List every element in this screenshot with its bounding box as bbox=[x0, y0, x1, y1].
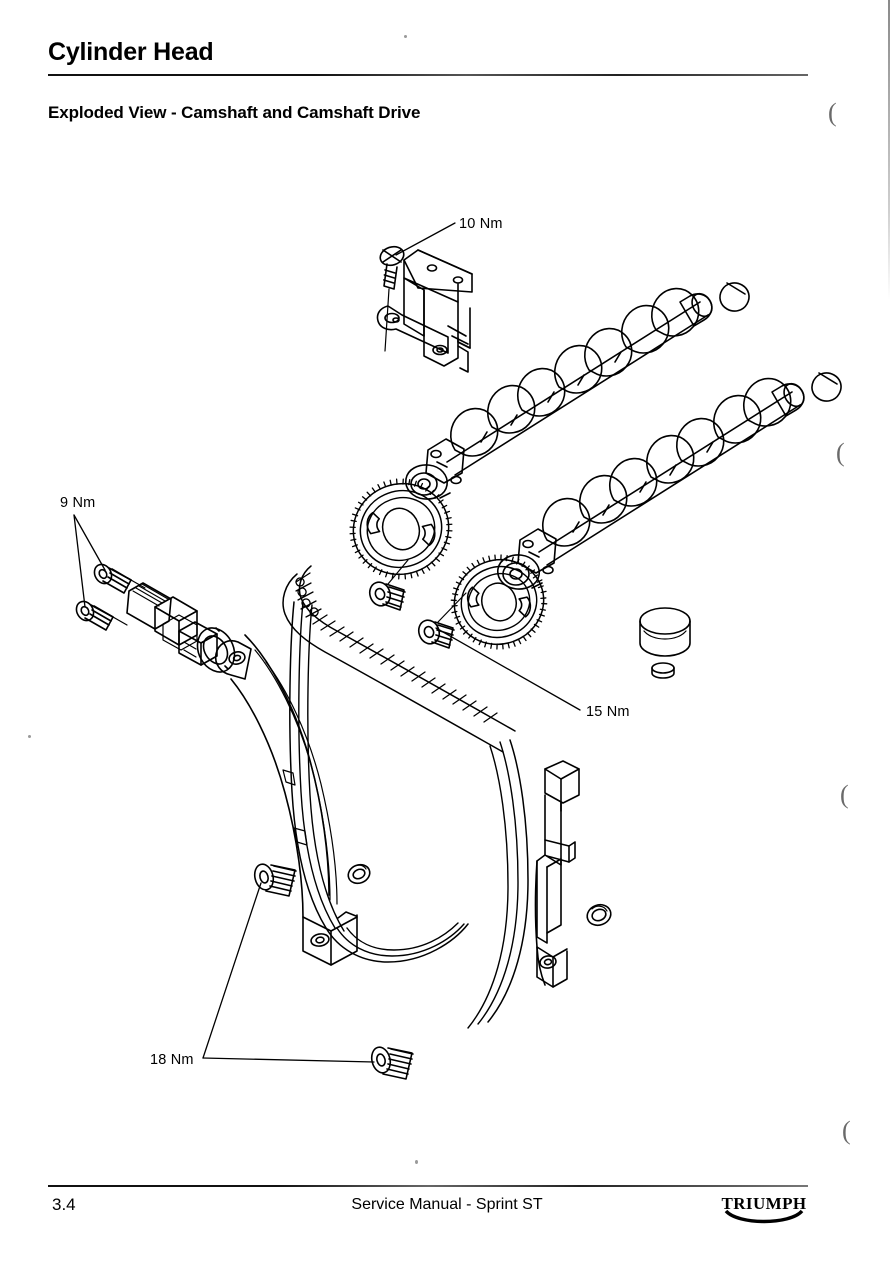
tensioner-bolt-1 bbox=[93, 563, 146, 594]
camshaft-inlet bbox=[405, 279, 713, 500]
footer-manual-name: Service Manual - Sprint ST bbox=[351, 1196, 543, 1213]
triumph-swoosh bbox=[724, 1209, 804, 1224]
scan-speck bbox=[404, 35, 407, 38]
sprocket-inlet bbox=[349, 478, 453, 580]
scan-artifact: ( bbox=[842, 1116, 851, 1145]
camshaft-dowel-1 bbox=[719, 282, 750, 312]
header-divider bbox=[48, 74, 808, 76]
leader-18nm-b bbox=[202, 1057, 375, 1063]
blade-collar bbox=[586, 903, 612, 927]
callout-torque-15nm: 15 Nm bbox=[586, 704, 630, 720]
tensioner-bolt-2 bbox=[75, 600, 128, 631]
camshaft-cap-bolt bbox=[379, 245, 405, 352]
blade-collar-left bbox=[347, 863, 371, 885]
scan-artifact: ( bbox=[840, 780, 849, 809]
sprocket-bolt-1 bbox=[368, 581, 406, 611]
scan-artifact: ( bbox=[836, 438, 845, 467]
section-title: Exploded View - Camshaft and Camshaft Dr… bbox=[48, 103, 421, 122]
scan-artifact: ( bbox=[828, 98, 837, 127]
leader-9nm-b bbox=[73, 514, 86, 608]
scan-speck bbox=[28, 735, 31, 738]
leader-9nm-a bbox=[73, 514, 106, 571]
tappet-shim bbox=[651, 662, 675, 679]
scan-edge-line bbox=[888, 0, 890, 300]
footer-page-number: 3.4 bbox=[52, 1195, 76, 1214]
chain-guide-blade bbox=[214, 634, 371, 966]
triumph-wordmark: TRIUMPH bbox=[722, 1194, 807, 1213]
guide-bolt-lower bbox=[370, 1046, 414, 1080]
triumph-logo: TRIUMPH bbox=[716, 1192, 812, 1226]
chain-tensioner bbox=[126, 582, 236, 673]
leader-15nm bbox=[435, 627, 581, 711]
guide-bolt-upper bbox=[253, 863, 297, 897]
callout-torque-18nm: 18 Nm bbox=[150, 1052, 194, 1068]
camshaft-exhaust bbox=[497, 369, 805, 590]
sprocket-exhaust bbox=[450, 554, 548, 650]
exploded-view-diagram bbox=[0, 150, 894, 1150]
callout-torque-9nm: 9 Nm bbox=[60, 495, 96, 511]
tensioner-gasket bbox=[196, 627, 236, 673]
tappet-bucket bbox=[639, 607, 691, 657]
footer-divider bbox=[48, 1185, 808, 1187]
sprocket-bolt-2 bbox=[417, 619, 455, 649]
camshaft-cap bbox=[376, 249, 473, 373]
chain-tensioner-blade bbox=[534, 760, 612, 988]
leader-10nm bbox=[395, 222, 456, 256]
scan-speck bbox=[415, 1160, 418, 1164]
leader-18nm-a bbox=[202, 882, 262, 1059]
camshaft-dowel-2 bbox=[811, 372, 842, 402]
callout-torque-10nm: 10 Nm bbox=[459, 216, 503, 232]
page-title: Cylinder Head bbox=[48, 38, 214, 66]
timing-chain bbox=[282, 565, 529, 1029]
